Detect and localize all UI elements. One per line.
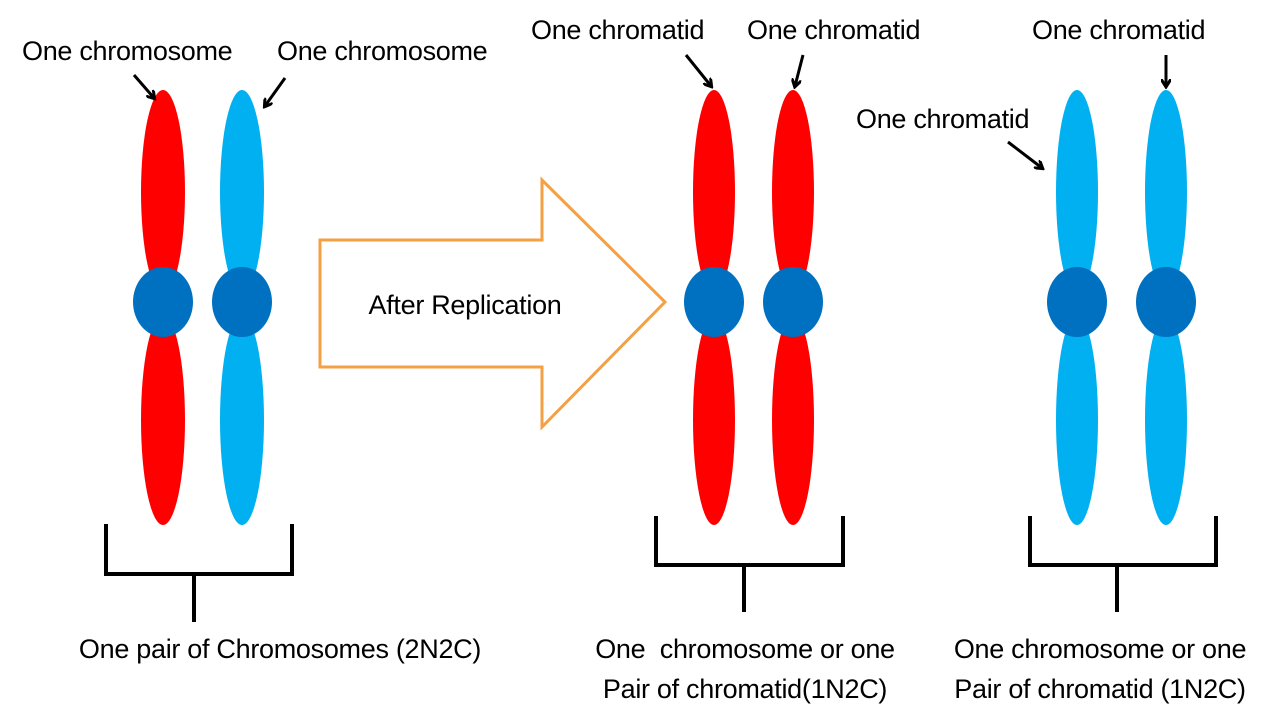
pointer-arrow	[684, 54, 711, 86]
block-arrow	[318, 176, 668, 431]
pointer-arrow	[795, 54, 805, 86]
red-sister-chromatids	[684, 90, 823, 525]
label-red-chromatid-right: One chromatid	[747, 15, 921, 45]
blue-chromatid	[1136, 90, 1196, 525]
centromere	[684, 267, 744, 337]
pointer-arrow	[132, 74, 154, 98]
label-after-replication: After Replication	[368, 290, 562, 320]
centromere	[133, 267, 193, 337]
blue-sister-chromatids	[1047, 90, 1196, 525]
label-red-chromosome: One chromosome	[22, 36, 233, 66]
pointer-arrow	[1007, 140, 1042, 168]
centromere	[1047, 267, 1107, 337]
centromere	[1136, 267, 1196, 337]
pair-bracket	[1028, 516, 1218, 612]
pair-bracket	[104, 524, 294, 622]
pointer-arrow	[265, 77, 287, 106]
caption-blue-chromatids-line2: Pair of chromatid (1N2C)	[954, 674, 1246, 704]
red-chromosome	[133, 90, 193, 525]
centromere	[212, 267, 272, 337]
caption-red-chromatids-line1: One chromosome or one	[595, 634, 895, 664]
blue-chromosome	[212, 90, 272, 525]
label-blue-chromatid-top: One chromatid	[1032, 15, 1206, 45]
red-chromatid	[684, 90, 744, 525]
red-chromatid	[763, 90, 823, 525]
caption-blue-chromatids-line1: One chromosome or one	[953, 634, 1247, 664]
label-blue-chromatid-side: One chromatid	[856, 104, 1030, 134]
pair-bracket	[654, 516, 845, 612]
caption-red-chromatids-line2: Pair of chromatid(1N2C)	[602, 674, 888, 704]
label-blue-chromosome: One chromosome	[277, 36, 488, 66]
blue-chromatid	[1047, 90, 1107, 525]
centromere	[763, 267, 823, 337]
label-red-chromatid-left: One chromatid	[531, 15, 705, 45]
left-chromosome-pair	[133, 90, 272, 525]
caption-chromosome-pair: One pair of Chromosomes (2N2C)	[78, 634, 482, 664]
